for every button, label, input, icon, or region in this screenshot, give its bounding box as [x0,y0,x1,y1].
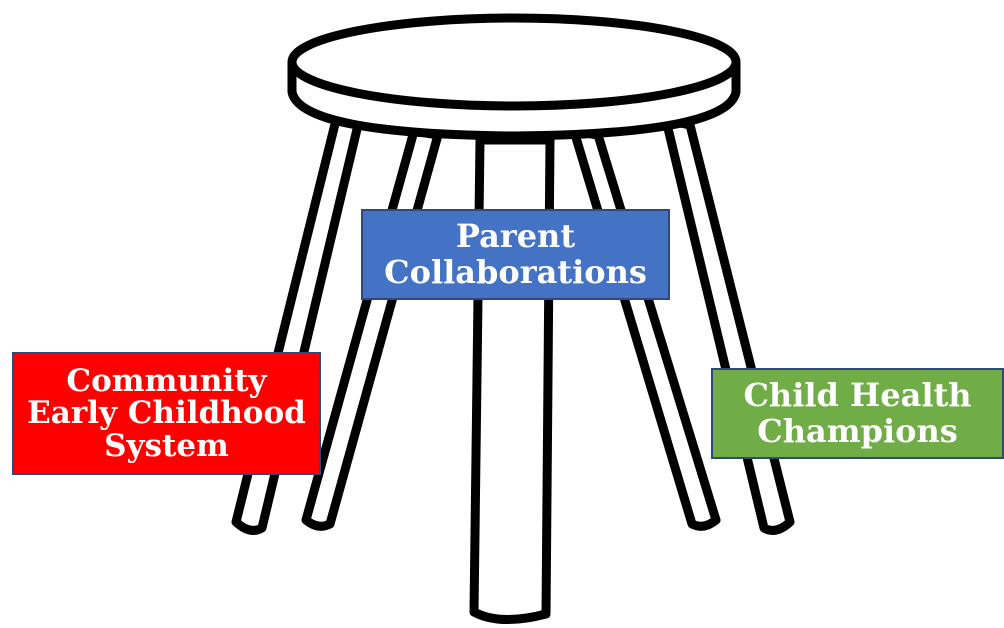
parent-label-line-2: Collaborations [384,252,647,291]
community-early-childhood-system-box: Community Early Childhood System [12,352,321,475]
child-label-line-2: Champions [757,411,958,450]
child-label-line-1: Child Health [743,376,972,415]
community-label-line-1: Community [66,362,267,399]
parent-label-line-1: Parent [455,217,576,256]
child-health-champions-box: Child Health Champions [711,368,1004,459]
community-label-line-3: System [104,427,229,464]
community-label-line-2: Early Childhood [27,395,306,432]
parent-collaborations-box: Parent Collaborations [361,209,670,300]
stool-seat-top [287,13,741,111]
